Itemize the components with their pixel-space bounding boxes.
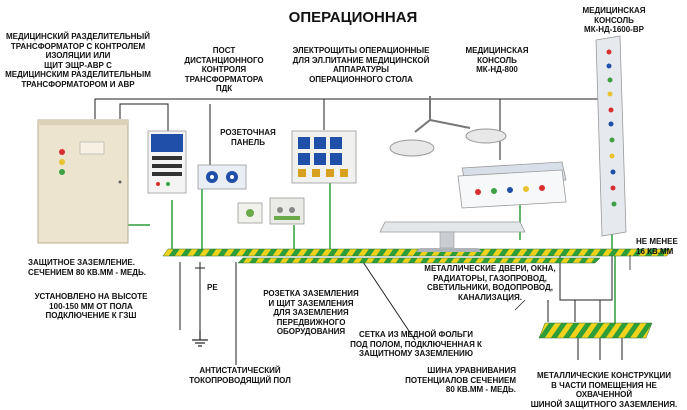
label-earthing: ЗАЩИТНОЕ ЗАЗЕМЛЕНИЕ. СЕЧЕНИЕМ 80 КВ.ММ -…	[28, 258, 146, 277]
label-console-1600: МЕДИЦИНСКАЯ КОНСОЛЬ МК-НД-1600-ВР	[582, 6, 646, 34]
label-transformer: МЕДИЦИНСКИЙ РАЗДЕЛИТЕЛЬНЫЙ ТРАНСФОРМАТОР…	[5, 32, 151, 89]
label-metal-doors: МЕТАЛЛИЧЕСКИЕ ДВЕРИ, ОКНА, РАДИАТОРЫ, ГА…	[424, 264, 556, 302]
label-min16: НЕ МЕНЕЕ 16 КВ.ММ	[636, 237, 678, 256]
label-height: УСТАНОВЛЕНО НА ВЫСОТЕ 100-150 ММ ОТ ПОЛА…	[34, 292, 148, 320]
label-earth-socket: РОЗЕТКА ЗАЗЕМЛЕНИЯ И ЩИТ ЗАЗЕМЛЕНИЯ ДЛЯ …	[263, 289, 359, 336]
main-earth-bus	[162, 248, 673, 264]
label-structures: МЕТАЛЛИЧЕСКИЕ КОНСТРУКЦИИ В ЧАСТИ ПОМЕЩЕ…	[530, 371, 678, 409]
label-switchboards: ЭЛЕКТРОЩИТЫ ОПЕРАЦИОННЫЕ ДЛЯ ЭЛ.ПИТАНИЕ …	[292, 46, 430, 84]
transformer-cabinet	[37, 119, 129, 244]
earthing-socket-panels	[237, 197, 305, 225]
label-mesh: СЕТКА ИЗ МЕДНОЙ ФОЛЬГИ ПОД ПОЛОМ, ПОДКЛЮ…	[350, 330, 482, 358]
pointer-lines	[514, 255, 631, 311]
remote-control-post	[147, 130, 187, 194]
console-mk-nd-1600-vr	[595, 35, 627, 237]
equipotential-bus	[538, 322, 653, 339]
ground-symbol-icon	[192, 330, 208, 347]
bonding-wires	[179, 255, 623, 365]
console-mk-nd-800	[457, 161, 567, 209]
label-bus: ШИНА УРАВНИВАНИЯ ПОТЕНЦИАЛОВ СЕЧЕНИЕМ 80…	[405, 366, 516, 394]
page-title: ОПЕРАЦИОННАЯ	[288, 9, 418, 26]
label-pe: PE	[207, 283, 218, 292]
operating-switchboard	[291, 130, 357, 184]
label-remote-post: ПОСТ ДИСТАНЦИОННОГО КОНТРОЛЯ ТРАНСФОРМАТ…	[184, 46, 264, 93]
socket-panel	[197, 164, 247, 190]
operating-lamp-icon	[389, 96, 507, 157]
operating-table-icon	[379, 221, 526, 252]
label-antistatic: АНТИСТАТИЧЕСКИЙ ТОКОПРОВОДЯЩИЙ ПОЛ	[189, 366, 291, 385]
label-console-800: МЕДИЦИНСКАЯ КОНСОЛЬ МК-НД-800	[465, 46, 529, 74]
label-socket-panel: РОЗЕТОЧНАЯ ПАНЕЛЬ	[220, 128, 276, 147]
